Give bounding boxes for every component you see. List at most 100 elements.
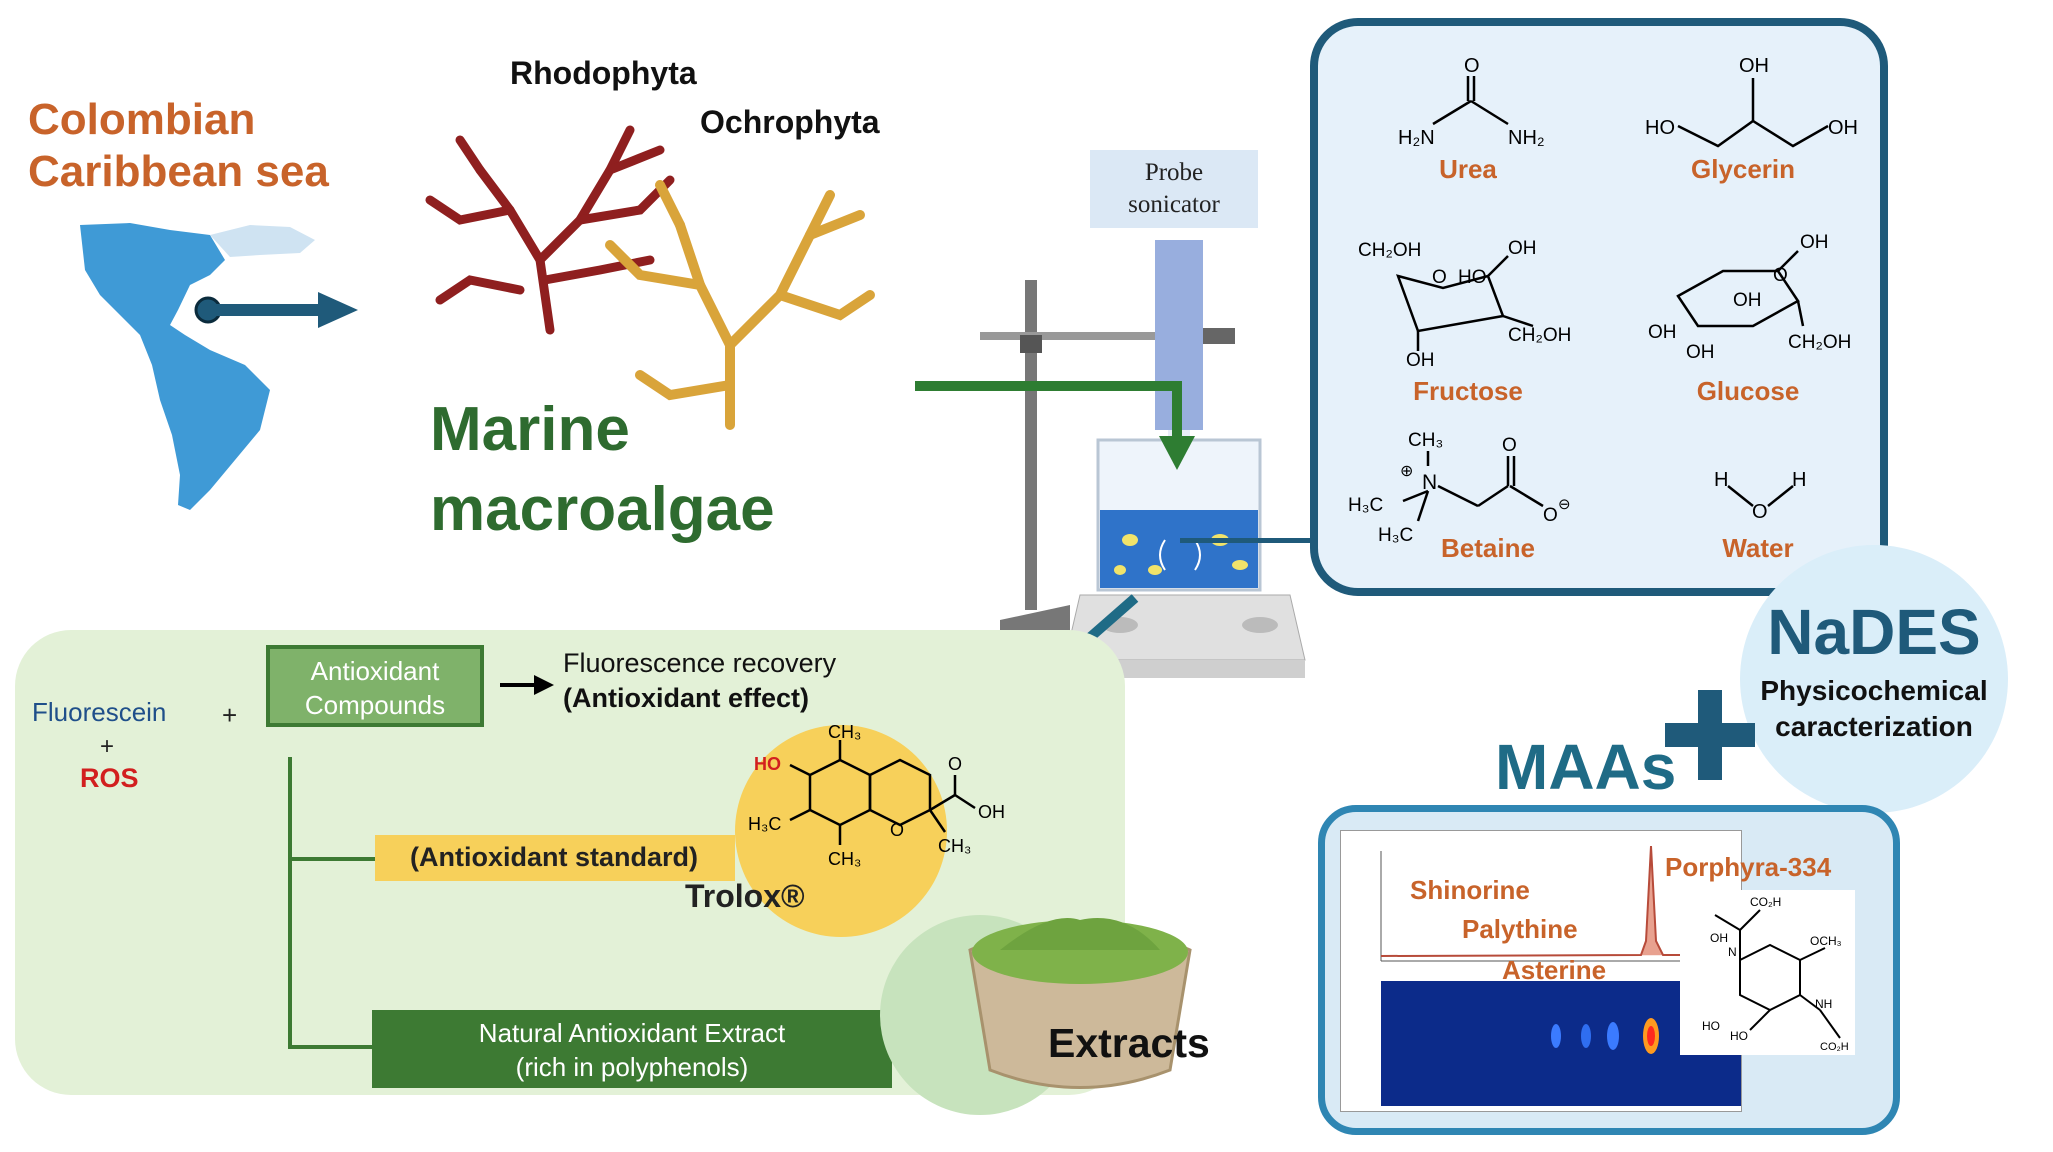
americas-map (80, 223, 315, 510)
svg-text:O: O (890, 820, 904, 840)
sonicator-line2: sonicator (1128, 191, 1220, 218)
svg-text:⊖: ⊖ (1558, 496, 1571, 513)
svg-text:OH: OH (1739, 55, 1769, 77)
origin-title: Colombian Caribbean sea (28, 94, 329, 198)
algae-title: Marine macroalgae (430, 390, 775, 550)
extract-powder-bowl (968, 918, 1192, 1089)
svg-text:HO: HO (1730, 1029, 1748, 1043)
svg-text:CH₂OH: CH₂OH (1788, 332, 1851, 353)
algae-title-line2: macroalgae (430, 475, 775, 544)
label-ochrophyta: Ochrophyta (700, 104, 880, 140)
svg-text:N: N (1728, 945, 1737, 959)
plus-antioxidant: + (222, 700, 238, 730)
svg-text:CO₂H: CO₂H (1750, 895, 1781, 909)
sonicator-label: Probe sonicator (1090, 150, 1258, 228)
sonicator-apparatus (980, 240, 1306, 678)
recovery-arrow (500, 675, 554, 695)
svg-text:OH: OH (978, 802, 1005, 822)
peak-palythine: Palythine (1462, 914, 1578, 944)
svg-text:CO₂H: CO₂H (1820, 1041, 1849, 1053)
svg-text:OH: OH (1828, 117, 1858, 139)
nades-sub2: caracterization (1775, 711, 1973, 742)
fluorescein-plus-ros: + (100, 733, 115, 760)
component-glycerin: Glycerin (1690, 154, 1796, 184)
recovery-line1: Fluorescence recovery (563, 648, 837, 678)
svg-text:O: O (1464, 55, 1480, 77)
recovery-line2: (Antioxidant effect) (563, 683, 809, 713)
svg-text:OCH₃: OCH₃ (1810, 934, 1842, 948)
red-seaweed-illustration (425, 125, 675, 335)
svg-text:O: O (1752, 501, 1768, 523)
svg-text:O: O (1773, 265, 1788, 286)
svg-text:HO: HO (1702, 1019, 1720, 1033)
ros-label: ROS (80, 763, 139, 793)
algae-title-line1: Marine (430, 395, 630, 464)
fluorescein-label: Fluorescein (32, 697, 167, 727)
svg-text:HO: HO (1645, 117, 1675, 139)
svg-text:O: O (1502, 435, 1517, 456)
svg-text:CH₂OH: CH₂OH (1358, 240, 1421, 261)
glycerin-structure: OH HO OH (1645, 55, 1858, 148)
peak-porphyra-334: Porphyra-334 (1665, 852, 1832, 882)
component-glucose: Glucose (1696, 376, 1800, 406)
antioxidant-standard-bar (375, 835, 735, 881)
tree-branch-standard (288, 857, 378, 861)
svg-text:CH₃: CH₃ (828, 849, 861, 869)
svg-text:O: O (1432, 267, 1447, 288)
extract-bar: Natural Antioxidant Extract (rich in pol… (372, 1010, 892, 1088)
brown-seaweed-illustration (605, 180, 875, 430)
nades-circle: NaDES Physicochemical caracterization (1740, 545, 2008, 813)
glucose-structure: O OH OH OH OH CH₂OH (1648, 232, 1851, 363)
svg-text:H₂N: H₂N (1398, 127, 1435, 149)
antiox-line1: Antioxidant (310, 656, 440, 686)
urea-structure: O H₂N NH₂ (1398, 55, 1545, 149)
svg-text:CH₃: CH₃ (828, 722, 861, 742)
component-urea: Urea (1439, 154, 1497, 184)
extract-line1: Natural Antioxidant Extract (478, 1018, 786, 1048)
beaker-to-nades-connector (1180, 538, 1320, 543)
svg-text:H: H (1714, 469, 1728, 491)
trolox-label: Trolox® (685, 878, 805, 914)
svg-text:CH₂OH: CH₂OH (1508, 325, 1571, 346)
peak-asterine: Asterine (1502, 955, 1607, 985)
origin-line2: Caribbean sea (28, 147, 329, 196)
svg-text:NH: NH (1815, 997, 1832, 1011)
extracts-label: Extracts (1048, 1020, 1210, 1066)
svg-text:HO: HO (1458, 267, 1487, 288)
svg-text:OH: OH (1406, 350, 1435, 366)
tree-vertical-line (288, 757, 292, 1047)
svg-text:CH₃: CH₃ (1408, 430, 1443, 451)
tree-branch-extract (288, 1045, 378, 1049)
svg-text:OH: OH (1686, 342, 1715, 363)
svg-text:H₃C: H₃C (1378, 525, 1413, 546)
svg-text:HO: HO (754, 754, 781, 774)
plus-icon (1665, 690, 1755, 780)
peak-shinorine: Shinorine (1410, 875, 1530, 905)
svg-text:N: N (1422, 471, 1437, 494)
nades-sub1: Physicochemical (1760, 675, 1988, 706)
svg-text:H: H (1792, 469, 1806, 491)
component-fructose: Fructose (1413, 376, 1523, 406)
svg-text:OH: OH (1508, 238, 1537, 259)
recovery-text: Fluorescence recovery (Antioxidant effec… (563, 646, 836, 716)
svg-text:H₃C: H₃C (1348, 495, 1383, 516)
label-rhodophyta: Rhodophyta (510, 55, 697, 91)
svg-text:OH: OH (1710, 931, 1728, 945)
svg-text:OH: OH (1800, 232, 1829, 253)
porphyra-334-structure: CO₂H OH OCH₃ N NH CO₂H HO HO (1680, 890, 1855, 1055)
antiox-line2: Compounds (304, 690, 446, 720)
component-betaine: Betaine (1441, 533, 1535, 563)
antioxidant-compounds-box: Antioxidant Compounds (266, 645, 484, 727)
origin-arrow (200, 292, 358, 328)
nades-components-panel: O H₂N NH₂ Urea OH HO OH Glycerin CH₂OH O… (1310, 18, 1888, 596)
origin-line1: Colombian (28, 95, 256, 144)
svg-text:CH₃: CH₃ (938, 836, 971, 856)
svg-text:H₃C: H₃C (748, 814, 781, 834)
maas-title: MAAs (1495, 731, 1677, 803)
sonicator-line1: Probe (1144, 159, 1204, 186)
betaine-structure: CH₃ N ⊕ H₃C H₃C O O ⊖ (1348, 430, 1571, 546)
fructose-structure: CH₂OH O HO OH CH₂OH OH (1358, 238, 1571, 366)
trolox-structure: CH₃ HO H₃C CH₃ O O OH CH₃ (748, 722, 1005, 869)
nades-title: NaDES (1767, 596, 1981, 668)
svg-text:⊕: ⊕ (1400, 463, 1413, 480)
